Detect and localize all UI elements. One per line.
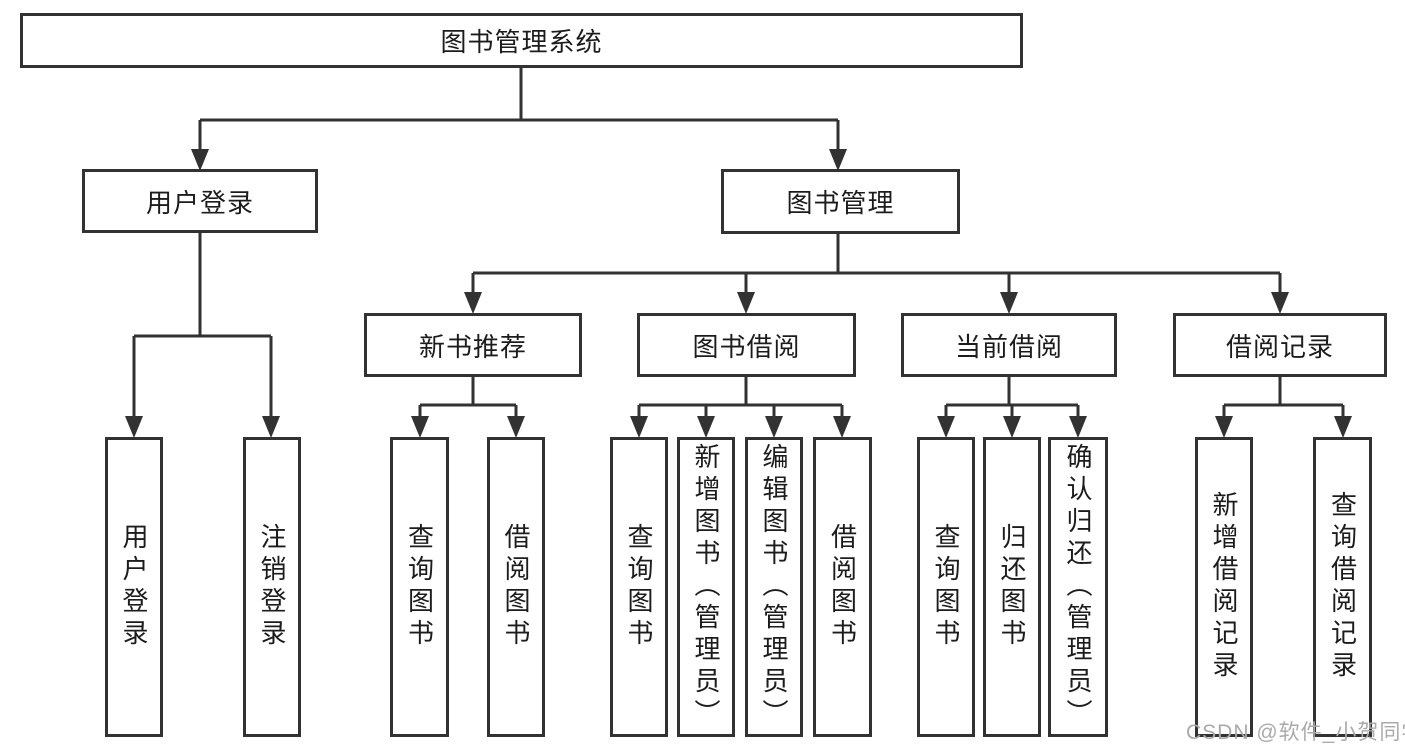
- connector-root-to-level2: [198, 68, 840, 153]
- node-root-system: 图书管理系统: [20, 13, 1023, 68]
- arrowheads: [125, 149, 1352, 438]
- node-current-borrow: 当前借阅: [901, 313, 1117, 377]
- leaf-borrow-query: 查询图书: [610, 437, 668, 737]
- leaf-records-add: 新增借阅记录: [1195, 437, 1253, 737]
- connector-user-login-children: [132, 233, 273, 421]
- node-user-login: 用户登录: [82, 169, 318, 233]
- node-borrow-records: 借阅记录: [1173, 313, 1387, 377]
- node-book-management: 图书管理: [721, 169, 960, 234]
- leaf-user-login: 用户登录: [105, 437, 163, 737]
- connector-records-children: [1222, 377, 1345, 421]
- connector-book-management-children: [471, 234, 1282, 296]
- node-book-borrow: 图书借阅: [637, 313, 856, 377]
- connector-new-books-children: [418, 377, 518, 421]
- leaf-borrow-borrow: 借阅图书: [813, 437, 872, 737]
- leaf-current-return: 归还图书: [983, 437, 1041, 737]
- leaf-records-query: 查询借阅记录: [1313, 437, 1372, 737]
- leaf-borrow-add-admin: 新增图书（管理员）: [677, 437, 735, 737]
- watermark-text: CSDN @软件_小贺同学: [1186, 721, 1405, 744]
- connector-borrow-children: [637, 377, 844, 421]
- leaf-logout: 注销登录: [243, 437, 301, 737]
- leaf-newbooks-query: 查询图书: [390, 437, 449, 737]
- leaf-current-confirm-admin: 确认归还（管理员）: [1048, 437, 1108, 737]
- leaf-newbooks-borrow: 借阅图书: [487, 437, 545, 737]
- node-new-book-recommend: 新书推荐: [364, 313, 582, 377]
- leaf-borrow-edit-admin: 编辑图书（管理员）: [745, 437, 803, 737]
- connector-current-children: [944, 377, 1080, 421]
- leaf-current-query: 查询图书: [917, 437, 975, 737]
